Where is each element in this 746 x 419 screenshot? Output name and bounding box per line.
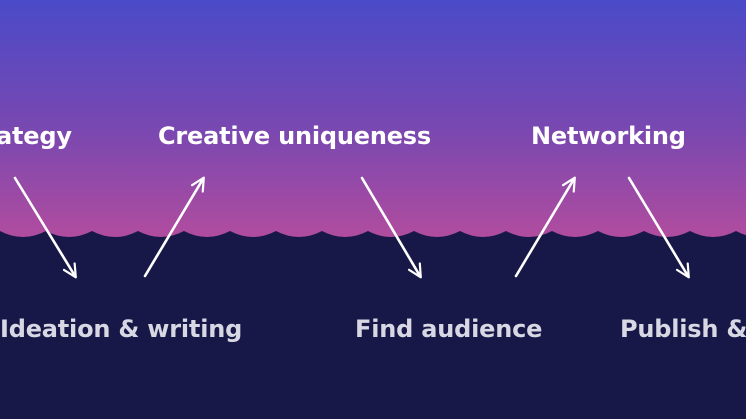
- arrow-down-1: [13, 176, 77, 279]
- label-find-audience: Find audience: [355, 315, 543, 343]
- arrow-down-2: [360, 176, 422, 279]
- sky-gradient: [0, 0, 746, 240]
- label-networking: Networking: [531, 122, 686, 150]
- label-creative-uniqueness: Creative uniqueness: [158, 122, 431, 150]
- wave-sea: [0, 231, 746, 419]
- arrow-down-3: [627, 176, 690, 279]
- label-strategy: Strategy: [0, 122, 72, 150]
- label-ideation-writing: Ideation & writing: [0, 315, 243, 343]
- arrow-up-1: [143, 176, 205, 278]
- label-publish-promote: Publish & promote: [620, 315, 746, 343]
- arrow-up-2: [514, 176, 576, 278]
